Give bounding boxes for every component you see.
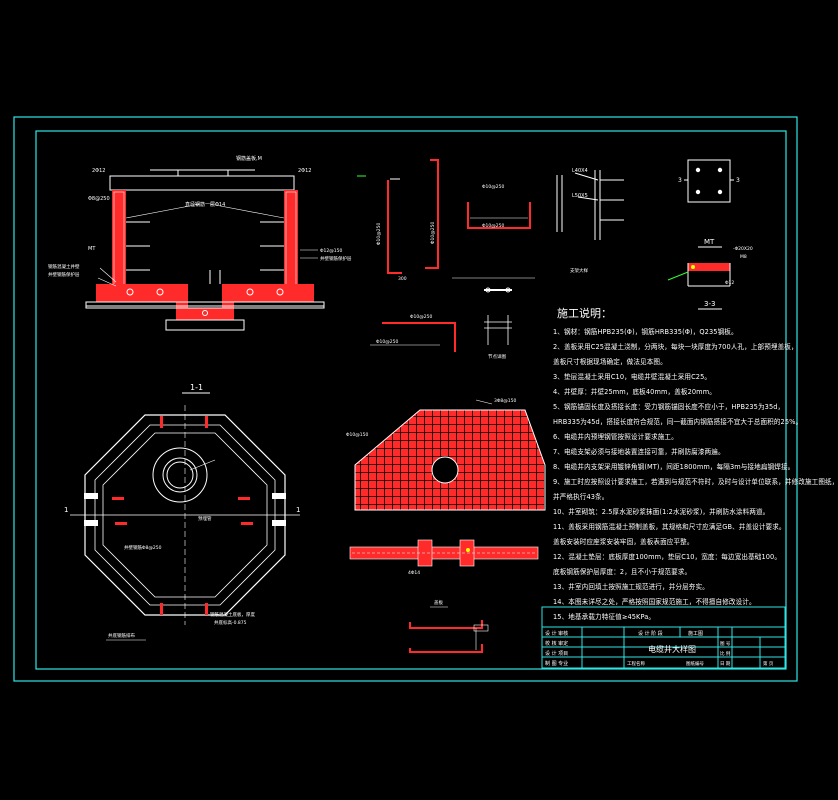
slab-left-label: Φ10@150 (346, 432, 368, 438)
note-item: 并严格执行43条。 (553, 493, 609, 501)
mt-sub-label: M8 (740, 254, 747, 260)
bar3-label: Φ10@250 (482, 184, 504, 190)
tb-right-row-1: 比 例 (720, 650, 731, 657)
outer-frame (13, 116, 798, 682)
cad-drawing-canvas: 2Φ12 2Φ12 钢筋盖板,M 直径钢筋一层Φ14 Φ8@250 MT 钢筋混… (13, 116, 798, 682)
note-item: 4、井壁厚：井壁25mm，底板40mm，盖板20mm。 (553, 388, 716, 396)
cut-left-label: 1 (64, 506, 68, 514)
left-note2: 井壁钢筋保护层 (48, 271, 80, 278)
note-item: 12、混凝土垫层：底板厚度100mm，垫层C10，宽度：每边宽出基础100。 (553, 553, 782, 561)
plan-bottom-label2: 井底标高-0.875 (214, 619, 247, 626)
plan-view: 1-1 1 1 井壁钢筋Φ8@250 预埋管 钢筋混凝土底板，厚度 井底标高-0… (64, 383, 300, 641)
note-item: 8、电缆井内支架采用镀锌角钢(MT)，间距1800mm，每隔3m与接地扁钢焊接。 (553, 463, 795, 471)
angle-l1-label: L40X4 (572, 168, 588, 174)
plan-pipe-label: 预埋管 (198, 515, 212, 522)
tb-drawing-name: 电缆井大样图 (648, 644, 696, 654)
rebar-label: 直径钢筋一层Φ14 (185, 201, 225, 208)
tb-right-row-0: 图 号 (720, 641, 731, 647)
bar2-label: Φ10@250 (430, 222, 436, 244)
note-item: 7、电缆支架必须与接地装置连接可靠，并刷防腐漆两遍。 (553, 448, 725, 456)
dim-right-label: 2Φ12 (298, 168, 311, 174)
note-item: 13、井室内回填土按照施工规范进行，并分层夯实。 (553, 583, 709, 591)
angle-detail: L40X4 L50X5 支架大样 (556, 168, 624, 274)
note-item: 2、盖板采用C25混凝土浇制，分两块，每块一块厚度为700人孔，上部预埋盖板， (553, 343, 798, 351)
bar-mark-left: Φ8@250 (88, 196, 110, 202)
dim-left-label: 2Φ12 (92, 168, 105, 174)
small-detail: 盖板 (409, 599, 489, 653)
plan-left-bottom-label: 井底钢筋排布 (108, 632, 135, 639)
tb-right-row-2: 日 期 (720, 661, 731, 667)
plate-cut-right: 3 (736, 177, 740, 184)
mt-dim-label: -Φ20X20 (733, 246, 753, 252)
right-note2: 井壁钢筋保护层 (320, 255, 352, 262)
notes-list: 1、钢材：钢筋HPB235(Φ)，钢筋HRB335(Φ)，Q235钢板。 2、盖板… (553, 327, 838, 627)
plate-detail: 3 3 (678, 159, 740, 203)
tb-left-row-2: 设 计 项目 (545, 650, 568, 657)
lid-label: 钢筋盖板,M (236, 155, 262, 162)
note-item: HRB335为45d，搭接长度符合规范，同一截面内钢筋搭接不宜大于总面积的25%… (553, 418, 803, 426)
note-item: 5、钢筋锚固长度及搭接长度：受力钢筋锚固长度不应小于，HPB235为35d， (553, 403, 785, 411)
tb-left-row-1: 校 核 审定 (545, 640, 568, 647)
mt-detail: MT -Φ20X20 M8 Φ12 3-3 (667, 238, 753, 310)
plan-inner-label: 井壁钢筋Φ8@250 (124, 544, 162, 551)
bar6-label: Φ10@250 (376, 339, 398, 345)
note-item: 3、垫层混凝土采用C10，电缆井壁混凝土采用C25。 (553, 373, 712, 381)
small-detail-label: 盖板 (434, 599, 443, 606)
detail-label: 节点详图 (488, 353, 506, 360)
construction-notes: 施工说明： 1、钢材：钢筋HPB235(Φ)，钢筋HRB335(Φ)，Q235钢… (553, 305, 838, 627)
note-item: 6、电缆井内预埋钢管按照设计要求施工。 (553, 433, 678, 441)
cut-right-label: 1 (296, 506, 300, 514)
rebar-details: Φ10@250 Φ10@250 Φ10@250 Φ10@250 Φ10@250 … (357, 159, 535, 360)
note-item: 1、钢材：钢筋HPB235(Φ)，钢筋HRB335(Φ)，Q235钢板。 (553, 328, 738, 336)
tb-stage-label: 设 计 阶 段 (638, 630, 663, 637)
note-item: 9、施工时应按照设计要求施工，若遇到与规范不符时，及时与设计单位联系，并修改施工… (553, 478, 838, 486)
title-block: 设 计 审核 校 核 审定 设 计 项目 制 图 专业 设 计 阶 段 施工图 … (541, 606, 786, 669)
note-item: 11、盖板采用钢筋混凝土预制盖板，其规格和尺寸应满足GB、井盖设计要求。 (553, 523, 786, 531)
tb-left-row-0: 设 计 审核 (545, 630, 568, 637)
right-note1: Φ12@150 (320, 248, 342, 254)
tb-stage-value: 施工图 (688, 630, 703, 637)
slab-bottom-label: 4Φ14 (408, 570, 420, 576)
left-note1: 钢筋混凝土井壁 (48, 263, 80, 270)
angle-l2-label: L50X5 (572, 193, 588, 199)
angle-detail-label: 支架大样 (570, 267, 588, 274)
tb-project-name: 工程名称 (627, 660, 645, 667)
note-item: 盖板安装时应座浆安装牢固，盖板表面应平整。 (553, 538, 694, 546)
slab-top-label: 3Φ8@150 (494, 398, 516, 404)
section-3-3-title: 3-3 (704, 300, 715, 308)
slab-detail: 3Φ8@150 Φ10@150 4Φ14 (346, 398, 546, 576)
note-item: 盖板尺寸根据现场确定，做法见本图。 (553, 358, 667, 366)
mt-title: MT (704, 238, 715, 246)
plan-view-title: 1-1 (190, 383, 203, 392)
section-view: 2Φ12 2Φ12 钢筋盖板,M 直径钢筋一层Φ14 Φ8@250 MT 钢筋混… (48, 155, 352, 331)
mt-label: MT (88, 246, 96, 252)
tb-drawing-number: 图纸编号 (686, 660, 704, 667)
notes-title: 施工说明： (557, 307, 612, 320)
tb-left-row-3: 制 图 专业 (545, 660, 568, 667)
dim-300-label: 300 (398, 276, 407, 282)
note-item: 15、地基承载力特征值≥45KPa。 (553, 613, 656, 621)
plan-bottom-label: 钢筋混凝土底板，厚度 (210, 611, 255, 618)
note-item: 10、井室砌筑：2.5厚水泥砂浆抹面(1:2水泥砂浆)，并刷防水涂料两道。 (553, 508, 770, 516)
tb-sheet: 第 页 (763, 660, 774, 667)
mt-dim2-label: Φ12 (725, 280, 734, 286)
bar5-label: Φ10@250 (410, 314, 432, 320)
note-item: 底板钢筋保护层厚度：2，且不小于规范要求。 (553, 568, 692, 576)
note-item: 14、本图未详尽之处，严格按照国家规范施工，不得擅自修改设计。 (553, 598, 756, 606)
bar4-label: Φ10@250 (482, 223, 504, 229)
inner-frame (35, 130, 787, 670)
bar1-label: Φ10@250 (376, 223, 382, 245)
plate-cut-left: 3 (678, 177, 682, 184)
